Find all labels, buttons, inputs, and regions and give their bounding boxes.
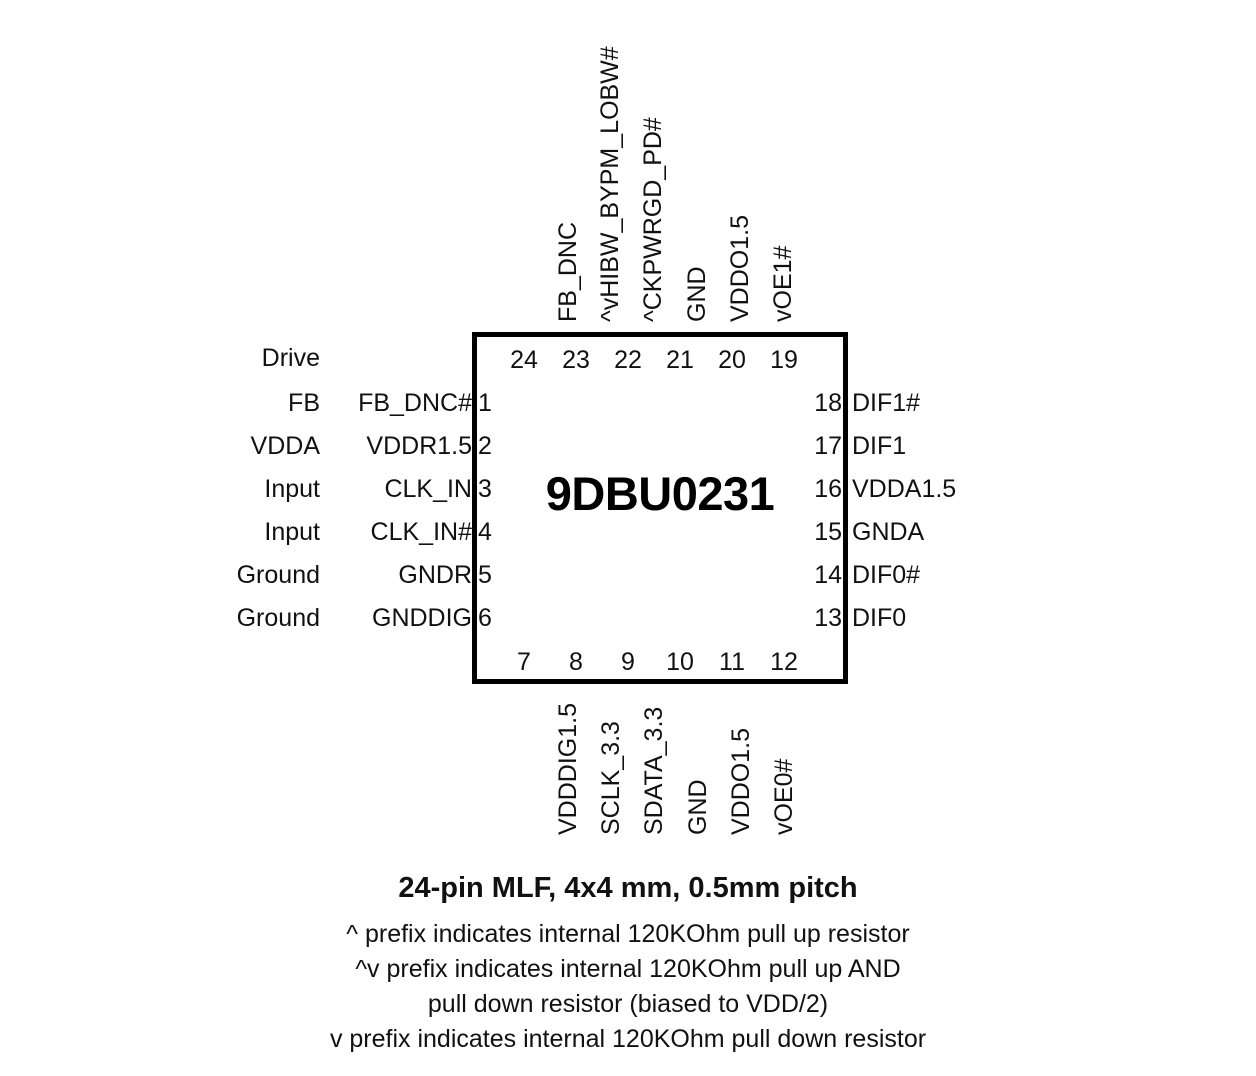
pin-number: 11 [719, 648, 745, 676]
right-pin-signal: DIF0# [852, 561, 921, 589]
top-pin-signal-label: vOE1# [769, 245, 797, 322]
right-pin-signal: DIF1 [852, 432, 907, 460]
pin-number: 23 [562, 346, 590, 374]
pin-number: 13 [814, 604, 842, 632]
pin-number: 22 [614, 346, 642, 374]
pullup-pulldown-note-line2: pull down resistor (biased to VDD/2) [427, 990, 829, 1018]
left-function-header: Drive [261, 344, 320, 372]
pulldown-note: v prefix indicates internal 120KOhm pull… [329, 1025, 927, 1053]
top-pin-signal-label: ^vHIBW_BYPM_LOBW# [596, 46, 624, 322]
left-pin-signal: VDDR1.5 [366, 432, 472, 460]
left-pin-signal: GNDDIG [372, 604, 472, 632]
pin-number: 24 [510, 346, 538, 374]
pin-number: 9 [621, 648, 635, 676]
pin-number: 20 [718, 346, 746, 374]
top-pin-signal-label: VDDO1.5 [726, 215, 754, 322]
pin-number: 21 [666, 346, 694, 374]
pin-number: 15 [814, 518, 842, 546]
top-pin-signal-label: FB_DNC [554, 221, 582, 322]
bottom-pin-signal-label: SDATA_3.3 [640, 706, 668, 835]
right-pin-signal: VDDA1.5 [852, 475, 957, 503]
bottom-pin-signal-label: GND [684, 779, 712, 835]
top-pin-signal-label: GND [683, 266, 711, 322]
pin-number: 10 [666, 648, 694, 676]
left-pin-signal: CLK_IN# [370, 518, 472, 546]
right-pin-signal: DIF0 [852, 604, 907, 632]
pin-number: 18 [814, 389, 842, 417]
top-pin-number-row: 24 23 22 21 20 19 [498, 345, 810, 375]
pin-number: 3 [478, 475, 492, 503]
bottom-pin-signal-label: SCLK_3.3 [597, 721, 625, 835]
right-pin-signal: GNDA [852, 518, 925, 546]
pullup-note: ^ prefix indicates internal 120KOhm pull… [346, 920, 910, 948]
left-pin-function: FB [288, 389, 320, 417]
bottom-pin-signal-label: VDDDIG1.5 [554, 703, 582, 835]
pin-number: 7 [517, 648, 531, 676]
pin-number: 5 [478, 561, 492, 589]
pin-number: 19 [770, 346, 798, 374]
part-number-label: 9DBU0231 [545, 467, 775, 520]
left-pin-signal: FB_DNC# [358, 389, 472, 417]
pin-number: 2 [478, 432, 492, 460]
pin-number: 6 [478, 604, 492, 632]
bottom-pin-number-row: 7 8 9 10 11 12 [498, 647, 810, 677]
bottom-pin-signal-label: VDDO1.5 [727, 728, 755, 835]
pin-number: 1 [478, 389, 492, 417]
bottom-pin-signal-label: vOE0# [770, 758, 798, 835]
package-headline: 24-pin MLF, 4x4 mm, 0.5mm pitch [398, 872, 858, 904]
left-pin-function: Ground [236, 561, 320, 589]
pin-number: 14 [814, 561, 842, 589]
pin-number: 17 [814, 432, 842, 460]
left-pin-signal: GNDR [398, 561, 472, 589]
pin-number: 4 [478, 518, 492, 546]
left-pin-function: Ground [236, 604, 320, 632]
pin-number: 12 [770, 648, 798, 676]
pin-number: 16 [814, 475, 842, 503]
left-pin-function: Input [264, 475, 320, 503]
pullup-pulldown-note-line1: ^v prefix indicates internal 120KOhm pul… [355, 955, 901, 983]
pin-number: 8 [569, 648, 583, 676]
left-pin-signal: CLK_IN [384, 475, 472, 503]
top-pin-signal-label: ^CKPWRGD_PD# [639, 117, 667, 322]
right-pin-signal: DIF1# [852, 389, 921, 417]
left-pin-function: Input [264, 518, 320, 546]
left-pin-function: VDDA [250, 432, 320, 460]
chip-package-outline [472, 332, 848, 684]
